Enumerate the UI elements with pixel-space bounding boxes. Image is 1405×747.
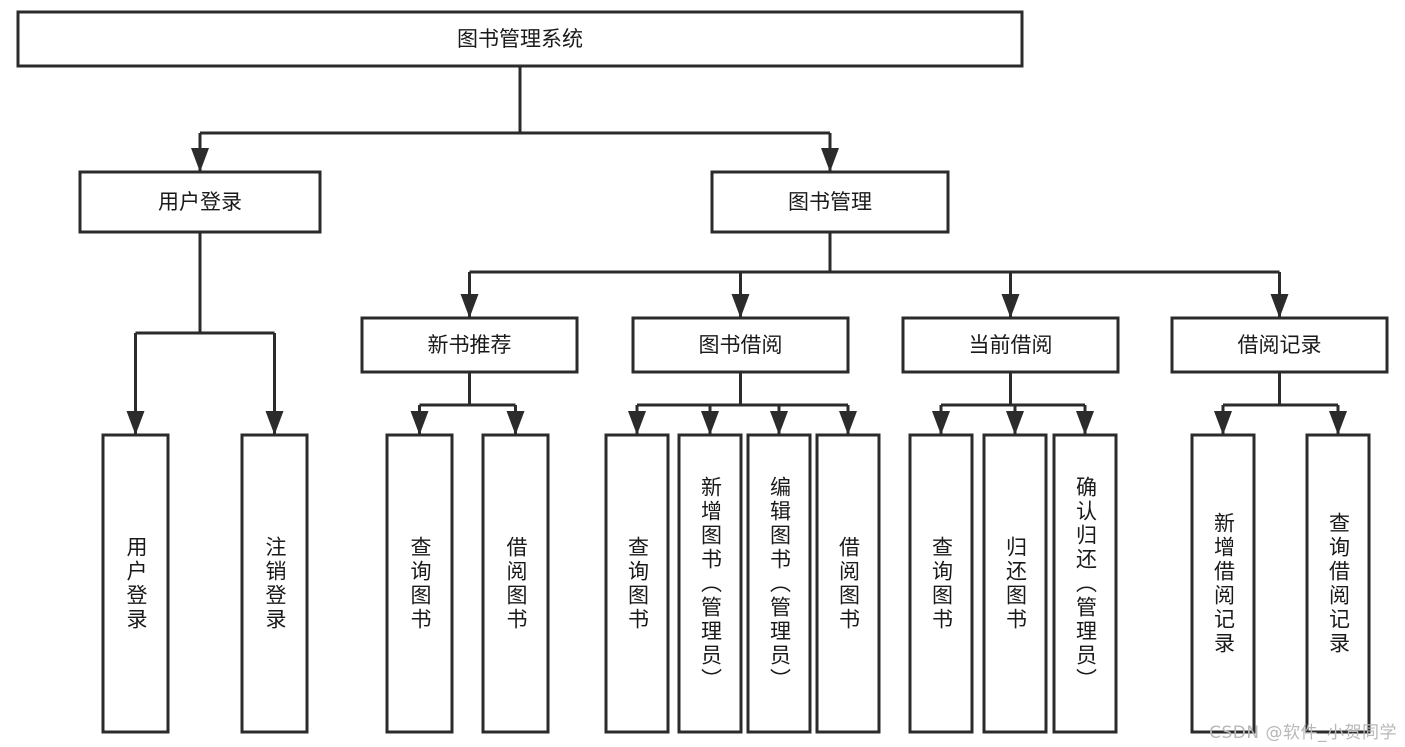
- node-box-new-book-recommend[interactable]: [360, 316, 579, 374]
- node-label-borrow-records: 借阅记录: [1238, 333, 1322, 357]
- node-box-borrow-query-book[interactable]: [604, 433, 670, 734]
- book-management-arrow-0: [460, 294, 479, 318]
- book-management-arrow-1: [731, 294, 750, 318]
- new-book-recommend-arrow-0: [410, 411, 429, 435]
- borrow-records-arrow-0: [1214, 411, 1232, 435]
- node-label-current-borrow: 当前借阅: [969, 333, 1053, 357]
- book-management-arrow-3: [1270, 294, 1289, 318]
- node-box-borrow-borrow-book[interactable]: [815, 433, 881, 734]
- current-borrow-arrow-2: [1076, 411, 1094, 435]
- borrow-records-arrow-1: [1329, 411, 1347, 435]
- node-box-current-query-book[interactable]: [908, 433, 974, 734]
- node-box-book-borrow[interactable]: [631, 316, 850, 374]
- user-login-arrow-1: [265, 411, 284, 435]
- book-borrow-arrow-3: [839, 411, 857, 435]
- book-borrow-arrow-1: [701, 411, 719, 435]
- node-box-records-query-record[interactable]: [1305, 433, 1371, 734]
- watermark-text: CSDN @软件_小贺同学: [1209, 723, 1397, 743]
- new-book-recommend-arrow-1: [506, 411, 525, 435]
- node-box-root[interactable]: [16, 10, 1024, 68]
- node-box-recommend-borrow-book[interactable]: [481, 433, 550, 734]
- node-box-current-confirm-return-admin[interactable]: [1052, 433, 1118, 734]
- user-login-arrow-0: [126, 411, 145, 435]
- node-label-book-borrow: 图书借阅: [699, 333, 783, 357]
- node-label-new-book-recommend: 新书推荐: [428, 333, 512, 357]
- current-borrow-arrow-1: [1006, 411, 1024, 435]
- book-management-arrow-2: [1001, 294, 1020, 318]
- node-box-current-borrow[interactable]: [901, 316, 1120, 374]
- book-borrow-arrow-0: [628, 411, 646, 435]
- node-label-book-management: 图书管理: [788, 190, 872, 214]
- node-box-records-add-record[interactable]: [1190, 433, 1256, 734]
- node-box-book-management[interactable]: [710, 170, 950, 234]
- node-box-user-login-leaf[interactable]: [101, 433, 170, 734]
- node-label-user-login: 用户登录: [158, 190, 242, 214]
- node-box-user-login[interactable]: [78, 170, 322, 234]
- current-borrow-arrow-0: [932, 411, 950, 435]
- node-box-borrow-edit-book-admin[interactable]: [746, 433, 812, 734]
- node-label-root: 图书管理系统: [457, 27, 583, 51]
- book-borrow-arrow-2: [770, 411, 788, 435]
- node-box-borrow-add-book-admin[interactable]: [677, 433, 743, 734]
- node-box-current-return-book[interactable]: [982, 433, 1048, 734]
- root-arrow-0: [191, 148, 209, 172]
- node-box-recommend-query-book[interactable]: [385, 433, 454, 734]
- node-box-borrow-records[interactable]: [1170, 316, 1389, 374]
- node-box-user-logout-leaf[interactable]: [240, 433, 309, 734]
- root-arrow-1: [821, 148, 839, 172]
